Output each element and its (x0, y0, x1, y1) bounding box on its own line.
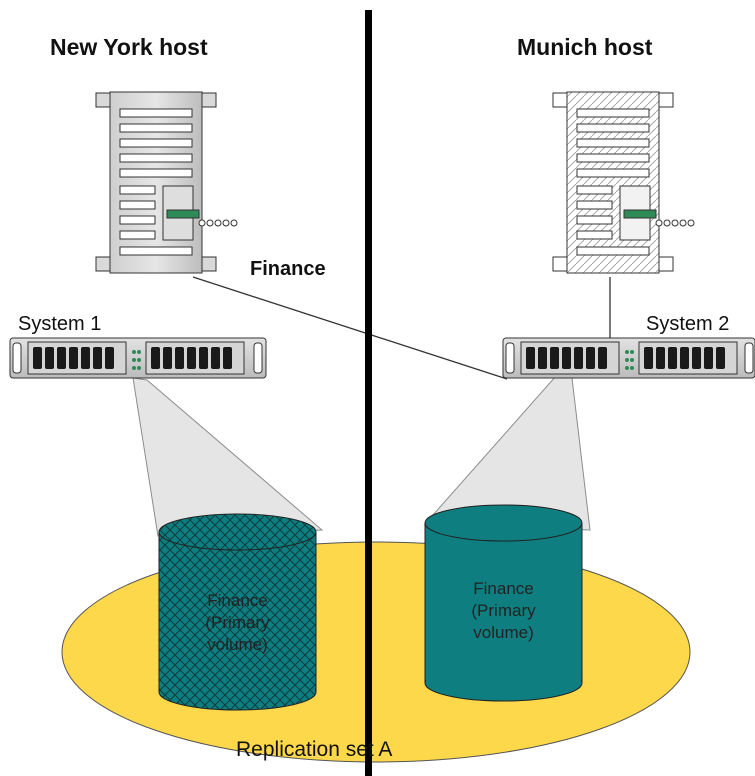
system1-rack-storage-icon (9, 337, 267, 379)
newyork-tower-server-icon (95, 91, 238, 274)
volume-left-icon (158, 513, 317, 711)
volume-right-line3: volume) (473, 623, 534, 642)
munich-tower-server-icon (552, 91, 695, 274)
volume-right-icon (424, 504, 583, 702)
system1-label: System 1 (18, 313, 102, 335)
finance-connection-label: Finance (250, 258, 326, 280)
system2-rack-storage-icon (502, 337, 755, 379)
replication-set-label: Replication set A (236, 738, 393, 761)
munich-host-label: Munich host (517, 34, 653, 60)
volume-right-line2: (Primary (471, 601, 536, 620)
site-divider (365, 10, 372, 776)
volume-left-label: Finance (Primary volume) (159, 590, 316, 656)
volume-left-line1: Finance (207, 591, 268, 610)
beam-left (132, 377, 324, 537)
volume-right-label: Finance (Primary volume) (425, 578, 582, 644)
link-newyork-to-system2 (192, 276, 508, 380)
volume-left-line2: (Primary (205, 613, 270, 632)
replication-set-ellipse (61, 541, 691, 763)
system2-label: System 2 (646, 313, 730, 335)
volume-left-line3: volume) (207, 635, 268, 654)
newyork-host-label: New York host (50, 34, 208, 60)
volume-right-line1: Finance (473, 579, 534, 598)
